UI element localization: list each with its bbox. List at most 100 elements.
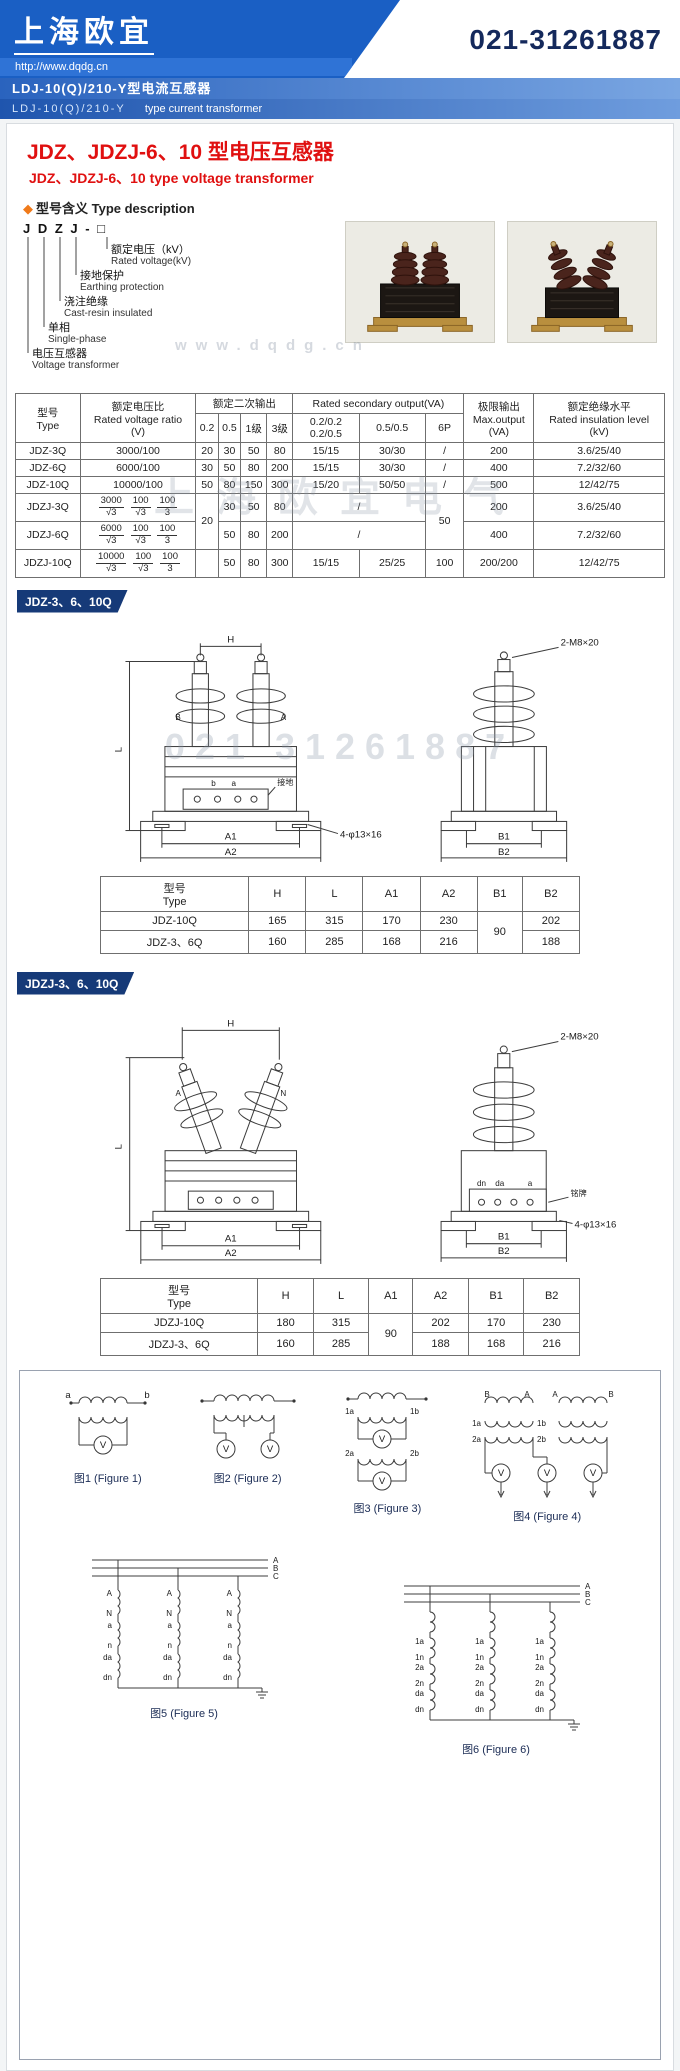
dim-row: JDZ-10Q 165 315 170 230 90 202 [99, 910, 581, 954]
bus-C-label: C [585, 1598, 591, 1607]
jdz-outline-drawing: b a B A H L A1 A2 4-φ13×16 接地 [113, 634, 599, 862]
page-title-en: JDZ、JDZJ-6、10 type voltage transformer [29, 170, 314, 186]
winding-dn-label: dn [415, 1705, 424, 1714]
website-link[interactable]: http://www.dqdg.cn [0, 58, 352, 76]
page-header: 上海欧宜 http://www.dqdg.cn 021-31261887 [0, 0, 680, 78]
winding-1a-label: 1a [415, 1637, 424, 1646]
winding-A-label: A [167, 1589, 173, 1598]
winding-1a-label: 1a [475, 1637, 484, 1646]
dim-B1: B1 [498, 1231, 510, 1242]
terminal-B-label: B [175, 713, 180, 722]
page-title-cn: JDZ、JDZJ-6、10 型电压互感器 [27, 141, 334, 164]
jdz-front-view [140, 652, 322, 831]
code-label-cn: 单相 [48, 321, 70, 334]
type-code: J D Z J - □ [23, 221, 107, 236]
product-line-en: type current transformer [144, 103, 263, 115]
terminal-a-label: a [231, 779, 236, 788]
col-header-secondary-cn: 额定二次输出 [195, 393, 294, 414]
terminal-A-label: A [553, 1390, 559, 1399]
cell-empty [195, 548, 219, 578]
figure-5-diagram: A B C AN AN AN an [92, 1556, 279, 1699]
winding-n-label: n [228, 1641, 232, 1650]
voltmeter-label: V [379, 1434, 386, 1445]
code-label-en: Rated voltage(kV) [111, 256, 191, 267]
type-description-row: J D Z J - □ 额定电压（kV） Rated voltage(kV) 接… [15, 219, 665, 389]
winding-A-label: A [107, 1589, 113, 1598]
winding-a-label: a [168, 1621, 173, 1630]
dim-L: L [114, 1143, 125, 1149]
terminal-b-label: b [211, 779, 216, 788]
winding-da-label: da [535, 1689, 544, 1698]
terminal-2b-label: 2b [410, 1449, 419, 1458]
annotation-nameplate: 铭牌 [570, 1188, 586, 1198]
jdz-drawing-section: 021 31261887 b a [17, 615, 663, 870]
bushing [390, 241, 420, 286]
terminal-N-label: N [280, 1089, 286, 1098]
voltmeter-label: V [100, 1440, 107, 1451]
winding-2a-label: 2a [415, 1663, 424, 1672]
voltmeter-label: V [498, 1468, 505, 1479]
col-header-class: 0.2 [195, 413, 219, 443]
type-description-heading-text: 型号含义 Type description [36, 201, 195, 216]
jdzj-outline-drawing: A N H L A1 A2 [114, 1018, 616, 1264]
dim-A1: A1 [225, 1233, 237, 1244]
type-code-diagram: J D Z J - □ 额定电压（kV） Rated voltage(kV) 接… [23, 221, 191, 371]
annotation-bolt: 2-M8×20 [561, 637, 599, 648]
bus-B-label: B [585, 1590, 590, 1599]
figure-1: a b V 图1 (Figure 1) [53, 1387, 163, 1486]
winding-N-label: N [226, 1609, 232, 1618]
annotation-hole: 4-φ13×16 [340, 829, 382, 840]
terminal-1b-label: 1b [537, 1419, 546, 1428]
product-photo-jdz [345, 221, 495, 343]
spec-row: JDZ-10Q 10000/100 50 80 150 300 15/20 50… [15, 476, 665, 494]
dim-row: JDZJ-3、6Q 160 285 188 168 216 [99, 1331, 580, 1356]
figure-2: V V 图2 (Figure 2) [188, 1387, 308, 1486]
col-header-class: 1级 [240, 413, 268, 443]
dim-row: JDZ-3、6Q 160 285 168 216 188 [99, 929, 581, 954]
winding-dn-label: dn [103, 1673, 112, 1682]
brand-block: 上海欧宜 http://www.dqdg.cn [0, 0, 400, 78]
code-label-en: Cast-resin insulated [64, 308, 152, 319]
spec-row: JDZ-6Q 6000/100 30 50 80 200 15/15 30/30… [15, 459, 665, 477]
code-label-en: Voltage transformer [32, 360, 120, 371]
bus-C-label: C [273, 1572, 279, 1581]
winding-2a-label: 2a [475, 1663, 484, 1672]
winding-A-label: A [227, 1589, 233, 1598]
product-line-banner-cn: LDJ-10(Q)/210-Y型电流互感器 [0, 78, 680, 99]
winding-2n-label: 2n [535, 1679, 544, 1688]
bus-B-label: B [273, 1564, 278, 1573]
ground-symbol [256, 1687, 268, 1699]
winding-dn-label: dn [475, 1705, 484, 1714]
winding-1n-label: 1n [475, 1653, 484, 1662]
col-header-secondary-en: Rated secondary output(VA) [292, 393, 465, 414]
winding-1n-label: 1n [415, 1653, 424, 1662]
code-label-cn: 接地保护 [80, 268, 124, 282]
product-model: LDJ-10(Q)/210-Y [12, 103, 126, 115]
code-label-cn: 额定电压（kV） [111, 242, 190, 256]
terminal-A-label: A [525, 1390, 531, 1399]
company-name: 上海欧宜 [14, 7, 154, 55]
winding-n-label: n [108, 1641, 112, 1650]
type-description-heading: ◆型号含义 Type description [15, 194, 665, 219]
figure-1-diagram: a b V [65, 1390, 149, 1455]
voltmeter-label: V [590, 1468, 597, 1479]
annotation-bolt: 2-M8×20 [560, 1031, 598, 1042]
winding-1n-label: 1n [535, 1653, 544, 1662]
col-header-class: 3级 [266, 413, 294, 443]
figure-caption: 图2 (Figure 2) [213, 1472, 282, 1485]
dim-A2: A2 [225, 846, 237, 857]
ground-symbol [568, 1719, 580, 1731]
